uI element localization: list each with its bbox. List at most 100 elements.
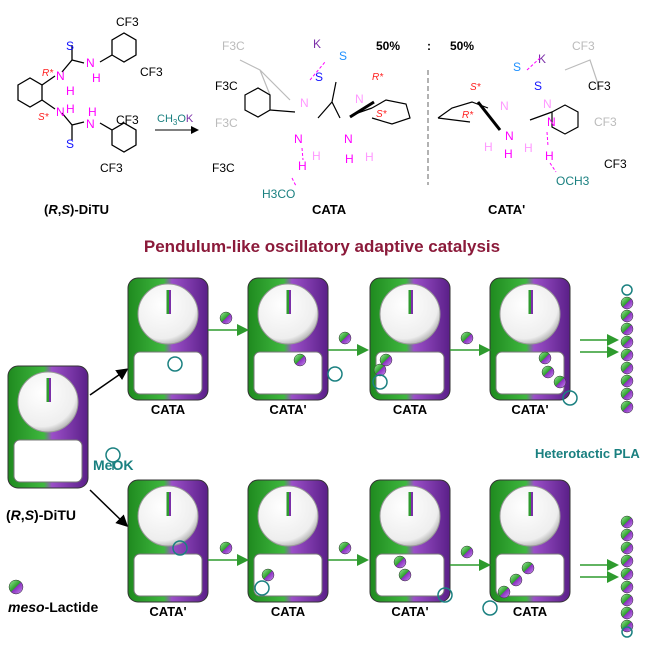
lactide-ball-icon bbox=[620, 335, 634, 349]
catalyst-label: CATA' bbox=[149, 604, 186, 619]
lactide-ball-icon bbox=[620, 387, 634, 401]
svg-text:N: N bbox=[300, 96, 309, 110]
ditu-atoms: S S N H N H N H N H R* S* CF3 CF3 CF3 CF… bbox=[38, 15, 163, 175]
methoxide-ring-icon bbox=[437, 587, 453, 603]
lactide-ball-icon bbox=[538, 351, 552, 365]
svg-text:F3C: F3C bbox=[215, 116, 238, 130]
svg-text:H: H bbox=[88, 105, 97, 119]
svg-text:S: S bbox=[513, 60, 521, 74]
svg-text:H: H bbox=[66, 84, 75, 98]
svg-text:H: H bbox=[66, 102, 75, 116]
lactide-ball-icon bbox=[497, 585, 511, 599]
catalyst-label: CATA' bbox=[511, 402, 548, 417]
panel-layer: CATA CATA' CATA CATA' CATA' CATA CATA' CATA bbox=[7, 277, 634, 638]
svg-text:CF3: CF3 bbox=[100, 161, 123, 175]
lactide-ball-icon bbox=[620, 400, 634, 414]
svg-text:S: S bbox=[66, 137, 74, 151]
svg-text:OCH3: OCH3 bbox=[556, 174, 590, 188]
lactide-ball-icon bbox=[620, 580, 634, 594]
svg-text:H: H bbox=[312, 149, 321, 163]
ditu-label: (R,S)-DiTU bbox=[44, 202, 109, 217]
lactide-ball-icon bbox=[620, 322, 634, 336]
lactide-ball-icon bbox=[398, 568, 412, 582]
svg-text:CF3: CF3 bbox=[588, 79, 611, 93]
catalyst-label: CATA bbox=[513, 604, 548, 619]
svg-text:H: H bbox=[365, 150, 374, 164]
svg-text:F3C: F3C bbox=[212, 161, 235, 175]
methoxide-ring-icon bbox=[327, 366, 343, 382]
lactide-ball-icon bbox=[293, 353, 307, 367]
svg-text:N: N bbox=[543, 97, 552, 111]
svg-text:H: H bbox=[504, 147, 513, 161]
lactide-ball-icon bbox=[620, 515, 634, 529]
lactide-ball-icon bbox=[541, 365, 555, 379]
catalyst-label: CATA bbox=[151, 402, 186, 417]
lactide-ball-icon bbox=[219, 541, 233, 555]
lactide-ball-icon bbox=[620, 619, 634, 633]
panel-window bbox=[253, 351, 323, 395]
svg-text:N: N bbox=[86, 117, 95, 131]
svg-text:R*: R* bbox=[42, 68, 54, 79]
chain-end-icon bbox=[621, 626, 633, 638]
catalyst-panel: CATA' bbox=[127, 479, 209, 619]
lactide-ball-icon bbox=[460, 331, 474, 345]
meso-lactide-label: meso-Lactide bbox=[8, 599, 98, 615]
ratio-separator: : bbox=[427, 39, 431, 53]
lactide-ball-icon bbox=[8, 579, 24, 595]
ditu-bottom-label: (R,S)-DiTU bbox=[6, 507, 76, 523]
svg-text:H: H bbox=[484, 140, 493, 154]
panel-window bbox=[495, 553, 565, 597]
svg-text:H3CO: H3CO bbox=[262, 187, 295, 201]
catalyst-panel bbox=[7, 365, 89, 489]
catalyst-panel: CATA bbox=[247, 479, 329, 619]
section-title: Pendulum-like oscillatory adaptive catal… bbox=[144, 237, 500, 256]
heterotactic-pla-label: Heterotactic PLA bbox=[535, 446, 640, 461]
svg-text:N: N bbox=[86, 56, 95, 70]
lactide-ball-icon bbox=[620, 541, 634, 555]
lactide-ball-icon bbox=[620, 606, 634, 620]
lactide-ball-icon bbox=[509, 573, 523, 587]
svg-text:N: N bbox=[500, 99, 509, 113]
ratio-right: 50% bbox=[450, 39, 474, 53]
svg-text:CF3: CF3 bbox=[594, 115, 617, 129]
catalyst-label: CATA' bbox=[269, 402, 306, 417]
panel-window bbox=[133, 351, 203, 395]
svg-text:F3C: F3C bbox=[222, 39, 245, 53]
cata-prime-label: CATA' bbox=[488, 202, 525, 217]
cata-label: CATA bbox=[312, 202, 347, 217]
svg-text:S: S bbox=[315, 70, 323, 84]
arrow bbox=[89, 368, 129, 396]
catalyst-label: CATA' bbox=[391, 604, 428, 619]
catalyst-panel: CATA' bbox=[247, 277, 329, 417]
svg-text:R*: R* bbox=[462, 110, 474, 121]
svg-text:CF3: CF3 bbox=[116, 113, 139, 127]
catalyst-label: CATA bbox=[393, 402, 428, 417]
svg-text:H: H bbox=[524, 141, 533, 155]
svg-text:CF3: CF3 bbox=[572, 39, 595, 53]
svg-text:N: N bbox=[355, 92, 364, 106]
lactide-ball-icon bbox=[338, 331, 352, 345]
svg-text:H: H bbox=[545, 149, 554, 163]
catalyst-label: CATA bbox=[271, 604, 306, 619]
svg-text:S: S bbox=[534, 79, 542, 93]
lactide-ball-icon bbox=[393, 555, 407, 569]
svg-text:N: N bbox=[56, 105, 65, 119]
lactide-ball-icon bbox=[620, 348, 634, 362]
catalyst-panel: CATA' bbox=[489, 277, 571, 417]
chain-end-icon bbox=[621, 284, 633, 296]
methoxide-ring-icon bbox=[254, 580, 270, 596]
svg-text:K: K bbox=[538, 52, 546, 66]
lactide-ball-icon bbox=[620, 309, 634, 323]
svg-text:N: N bbox=[505, 129, 514, 143]
methoxide-ring-icon bbox=[372, 374, 388, 390]
lactide-ball-icon bbox=[553, 375, 567, 389]
panel-window bbox=[13, 439, 83, 483]
svg-text:S: S bbox=[339, 49, 347, 63]
cata-prime-structure: CF3 CF3 CF3 CF3 K S S N N N N H H H H S*… bbox=[437, 39, 627, 188]
panel-window bbox=[253, 553, 323, 597]
lactide-ball-icon bbox=[620, 374, 634, 388]
svg-text:K: K bbox=[313, 37, 321, 51]
svg-text:CF3: CF3 bbox=[604, 157, 627, 171]
